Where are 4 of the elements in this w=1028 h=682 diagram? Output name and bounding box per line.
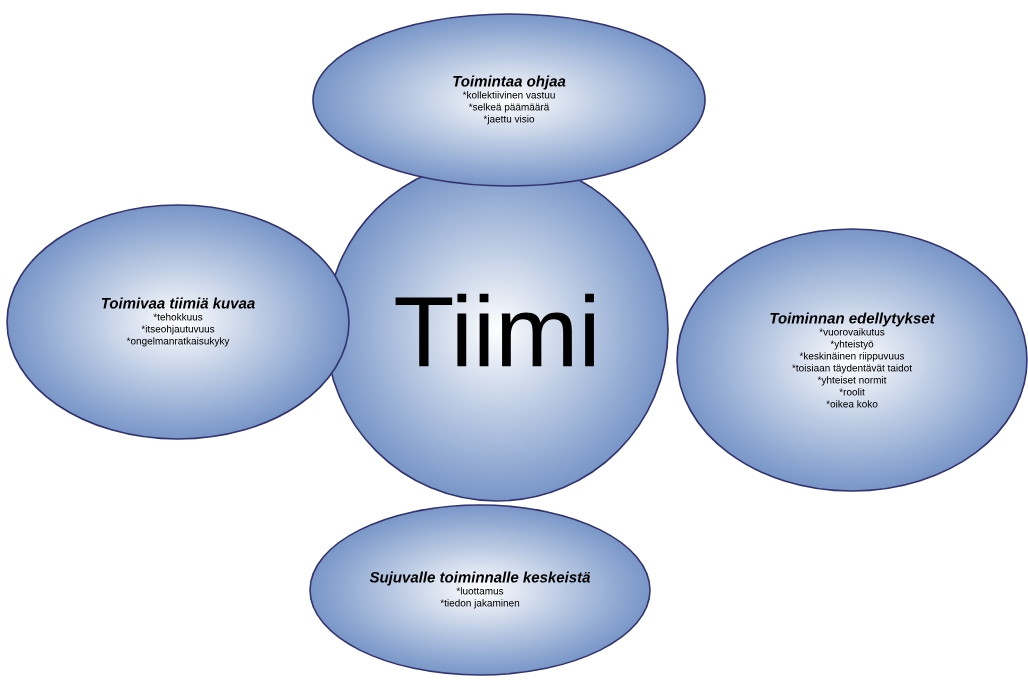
oval-bubble: Toiminnan edellytykset *vuorovaikutus *yhteistyö *keskinäinen riippuvuus *toisiaan täydentävät taidot *yhteiset normit *roolit *oikea koko xyxy=(676,228,1028,492)
oval-bubble: Toimintaa ohjaa *kollektiivinen vastuu *selkeä päämäärä *jaettu visio xyxy=(312,13,706,187)
oval-bubble: Toimivaa tiimiä kuvaa *tehokkuus *itseohjautuvuus *ongelmanratkaisukyky xyxy=(6,204,350,440)
oval-bubble: Sujuvalle toiminnalle keskeistä *luottamus *tiedon jakaminen xyxy=(309,504,651,676)
